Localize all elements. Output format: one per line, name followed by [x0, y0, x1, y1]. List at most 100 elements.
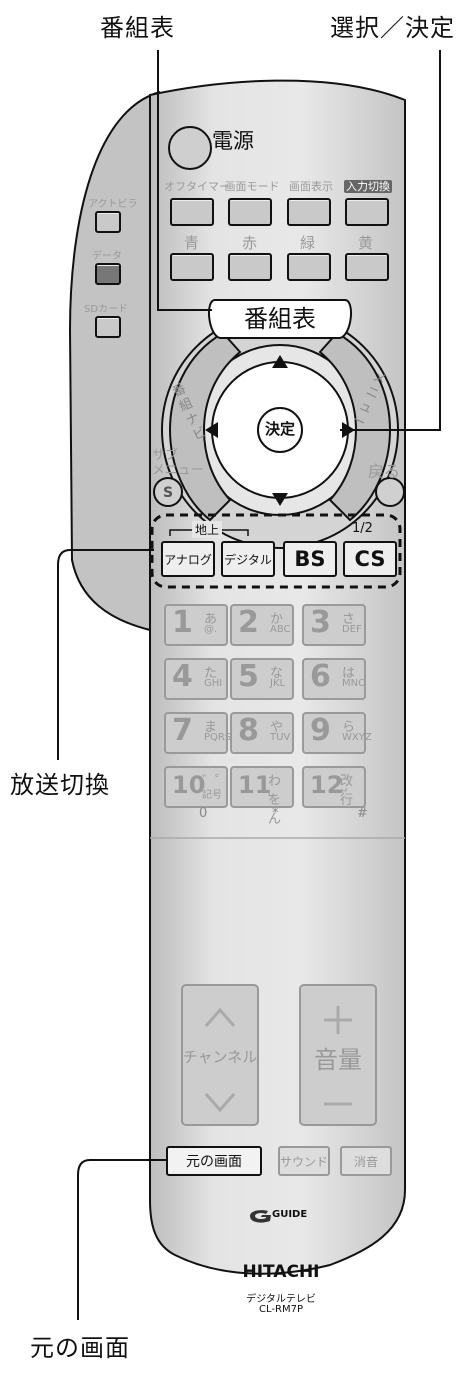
number-kana: な [270, 666, 284, 681]
number-kana: ゛゜ [202, 774, 229, 789]
blue-label: 青 [184, 234, 200, 252]
yellow-label: 黄 [358, 234, 374, 252]
up-arrow-icon[interactable] [270, 362, 290, 382]
down-arrow-icon[interactable] [270, 480, 290, 500]
digital-button[interactable]: デジタル [221, 541, 275, 577]
yellow-button[interactable] [345, 253, 389, 281]
red-label: 赤 [242, 234, 258, 252]
sound-button[interactable]: サウンド [278, 1146, 330, 1176]
number-sub: PQRS [204, 732, 232, 743]
power-button[interactable] [169, 127, 211, 169]
number-kana: あ [204, 612, 218, 627]
number-kana: ま [204, 720, 218, 735]
input-switch-label: 入力切換 [344, 180, 392, 193]
mute-button[interactable]: 消音 [340, 1146, 392, 1176]
number-kana: は [342, 666, 356, 681]
number-sub: GHI [204, 678, 223, 689]
number-digit: 1 [172, 605, 193, 640]
number-kana: ら [342, 720, 356, 735]
brand-logo: HITACHI [242, 1262, 320, 1282]
sub-menu-button[interactable]: S [162, 485, 174, 501]
callout-broadcast-switch: 放送切換 [10, 771, 110, 799]
number-sub: ABC [270, 624, 291, 635]
blue-button[interactable] [170, 253, 214, 281]
number-sub: 記号 [202, 790, 222, 801]
screen-display-label: 画面表示 [289, 180, 333, 193]
number-sub: JKL [270, 678, 286, 689]
gguide-text: GUIDE [272, 1209, 308, 1220]
actvila-button[interactable] [95, 211, 121, 233]
number-digit: 10 [172, 771, 206, 799]
analog-button[interactable]: アナログ [161, 541, 215, 577]
hash-label: # [357, 806, 368, 821]
screen-display-button[interactable] [287, 198, 331, 226]
callout-select-decide: 選択／決定 [330, 14, 455, 42]
number-digit: 4 [172, 659, 193, 694]
bs-button[interactable]: BS [283, 541, 337, 577]
number-digit: 2 [238, 605, 259, 640]
sub-menu-label: サブ メニュー [152, 448, 205, 478]
number-kana: わをん [268, 774, 282, 827]
product-label: デジタルテレビ [246, 1294, 316, 1305]
number-sub: WXYZ [342, 732, 372, 743]
sdcard-button[interactable] [95, 316, 121, 338]
input-switch-button[interactable] [345, 198, 389, 226]
guide-button[interactable]: 番組表 [244, 305, 316, 333]
number-10-button[interactable]: 10゛゜記号 [164, 766, 228, 808]
cs-button[interactable]: CS [343, 541, 397, 577]
screen-mode-button[interactable] [228, 198, 272, 226]
input-switch-label-wrap: 入力切換 [339, 178, 397, 194]
sdcard-label: SDカード [84, 304, 129, 315]
number-digit: 7 [172, 713, 193, 748]
back-button[interactable] [376, 478, 404, 506]
number-sub: MNO [342, 678, 366, 689]
gguide-icon [250, 1210, 271, 1223]
channel-label: チャンネル [182, 1048, 258, 1066]
left-arrow-icon[interactable] [208, 420, 228, 440]
back-label: 戻る [368, 462, 401, 481]
data-button[interactable] [95, 263, 121, 285]
screen-mode-label: 画面モード [224, 180, 280, 193]
gguide-logo: GUIDE [248, 1208, 312, 1224]
red-button[interactable] [228, 253, 272, 281]
right-arrow-icon[interactable] [332, 420, 352, 440]
number-kana: や [270, 720, 284, 735]
actvila-label: アクトビラ [88, 199, 138, 210]
power-label: 電源 [212, 129, 254, 153]
asterisk-label: * [272, 806, 279, 821]
number-kana: か [270, 612, 284, 627]
number-digit: 6 [310, 659, 331, 694]
number-sub: @. [204, 624, 218, 635]
number-digit: 8 [238, 713, 259, 748]
offtimer-label: オフタイマー [164, 180, 230, 193]
number-sub: ␣ [268, 786, 275, 797]
number-digit: 12 [310, 771, 344, 799]
number-digit: 9 [310, 713, 331, 748]
callout-guide: 番組表 [100, 14, 175, 42]
data-label: データ [92, 251, 122, 262]
callout-original-screen: 元の画面 [30, 1334, 130, 1362]
offtimer-button[interactable] [170, 198, 214, 226]
channel-up-button[interactable] [182, 985, 258, 1055]
green-button[interactable] [287, 253, 331, 281]
green-label: 緑 [300, 234, 316, 252]
zero-label: 0 [199, 806, 208, 821]
number-kana: た [204, 666, 218, 681]
number-kana: 改行 [340, 774, 354, 808]
decide-button[interactable]: 決定 [264, 420, 295, 438]
original-screen-button[interactable]: 元の画面 [166, 1146, 262, 1176]
number-sub: TUV [270, 732, 291, 743]
number-digit: 11 [238, 771, 272, 799]
